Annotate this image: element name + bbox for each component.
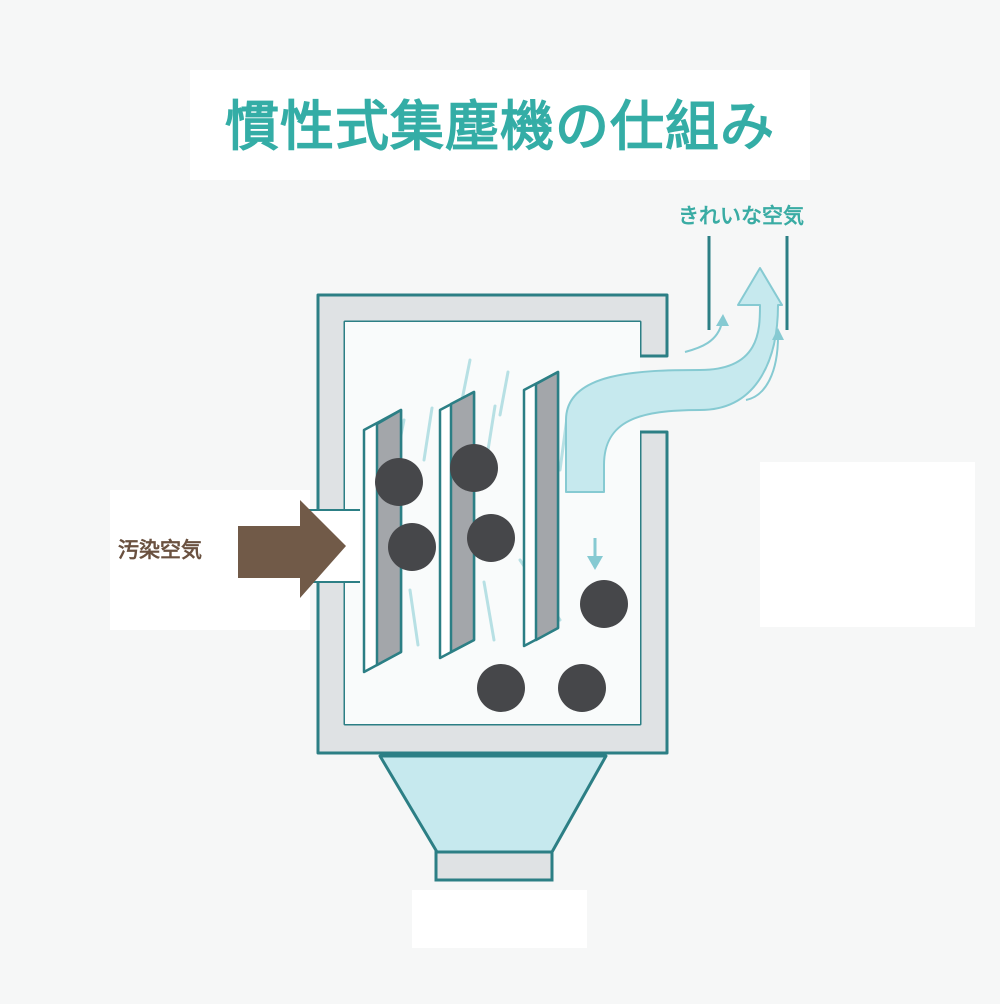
outlet-flow-arrowhead-right xyxy=(772,328,784,340)
hopper xyxy=(378,754,608,854)
dust-particle xyxy=(450,444,498,492)
dust-particle xyxy=(580,580,628,628)
blank-plate-right xyxy=(760,462,975,627)
flow-streak xyxy=(498,370,510,417)
blank-plate-bottom xyxy=(412,890,587,948)
dust-particle xyxy=(467,514,515,562)
baffle-3-face xyxy=(534,370,560,642)
dust-particles xyxy=(375,444,628,712)
dust-particle xyxy=(477,664,525,712)
outlet-flow-arrows xyxy=(684,314,784,401)
outlet-flow-arrow-right xyxy=(745,335,779,401)
title-plate xyxy=(190,70,810,180)
outlet-flow-arrowhead-left xyxy=(716,314,729,326)
dust-particle xyxy=(388,523,436,571)
flow-streak xyxy=(486,404,497,452)
flow-streak xyxy=(422,406,434,462)
baffle-2-face xyxy=(449,390,476,654)
clean-air-label: きれいな空気 xyxy=(678,204,804,228)
dust-particle xyxy=(558,664,606,712)
baffles xyxy=(362,370,560,674)
clean-air-channel xyxy=(565,267,783,493)
falling-dust-arrow xyxy=(587,538,603,570)
falling-dust-arrow-head xyxy=(587,556,603,570)
flow-streak xyxy=(408,588,420,647)
hopper-outlet xyxy=(434,850,554,882)
outlet-flow-arrow-left xyxy=(684,321,723,353)
dirty-air-arrow xyxy=(238,500,346,598)
dirty-air-label: 汚染空気 xyxy=(118,538,202,562)
page-title: 慣性式集塵機の仕組み xyxy=(225,95,775,158)
dust-particle xyxy=(375,458,423,506)
flow-streak xyxy=(460,358,472,402)
flow-streak xyxy=(482,580,496,642)
